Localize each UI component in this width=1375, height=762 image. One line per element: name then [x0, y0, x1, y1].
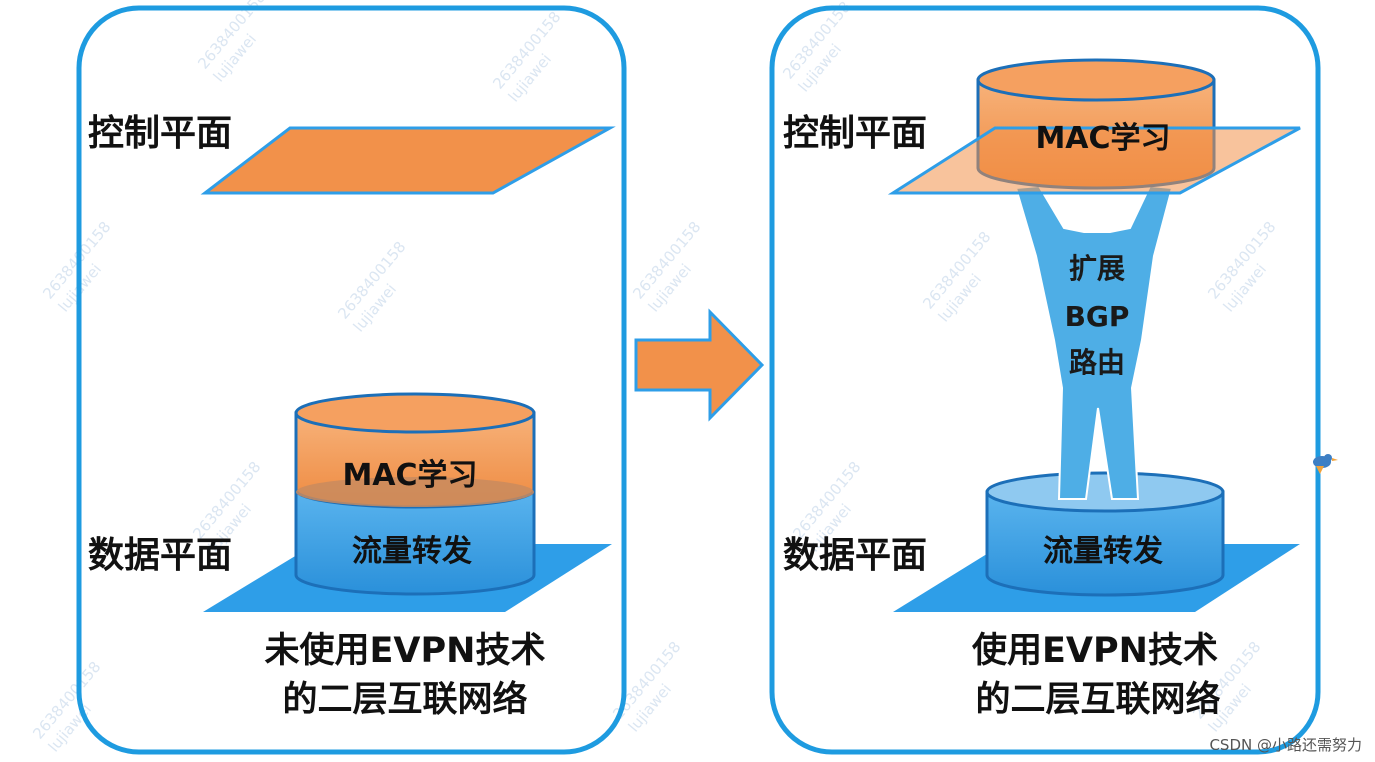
footer-credit: CSDN @小路还需努力 — [1209, 736, 1362, 754]
right-panel: 控制平面 数据平面 流量转发 扩展 BGP 路由 MAC学习 使用EVPN技术 … — [769, 5, 1321, 755]
left-caption-line2: 的二层互联网络 — [282, 679, 527, 720]
person-figure-icon — [1014, 184, 1174, 500]
right-mac-cylinder-top — [976, 58, 1216, 102]
left-cylinder-top — [294, 392, 536, 434]
bird-icon — [1313, 454, 1338, 474]
left-panel: 控制平面 数据平面 MAC学习 流量转发 未使用EVPN技术 的二层互联网络 — [76, 5, 627, 755]
figure-label-line2: BGP — [1065, 300, 1130, 333]
transition-arrow — [634, 308, 765, 422]
left-forwarding-cylinder — [294, 488, 536, 596]
figure-label-line1: 扩展 — [1069, 252, 1125, 285]
left-panel-border — [76, 5, 627, 755]
right-caption-line1: 使用EVPN技术 — [972, 631, 1218, 671]
right-control-plane-label: 控制平面 — [783, 113, 927, 154]
right-traffic-forwarding-label: 流量转发 — [1043, 534, 1163, 569]
right-data-plane-label: 数据平面 — [783, 535, 927, 576]
left-cylinder-divider — [296, 477, 534, 507]
right-forwarding-cylinder: 流量转发 — [985, 471, 1225, 597]
left-data-plane-label: 数据平面 — [88, 535, 232, 576]
left-control-plane-label: 控制平面 — [88, 113, 232, 154]
figure-label-line3: 路由 — [1069, 346, 1125, 379]
right-panel-border — [769, 5, 1321, 755]
left-control-plane — [200, 126, 616, 195]
right-control-plane — [887, 126, 1301, 195]
right-forwarding-cylinder-top — [985, 471, 1225, 513]
right-caption-line2: 的二层互联网络 — [975, 679, 1220, 720]
left-caption-line1: 未使用EVPN技术 — [265, 631, 546, 671]
left-stacked-cylinder: MAC学习 流量转发 — [294, 392, 536, 596]
right-forwarding-cylinder-body — [985, 490, 1225, 597]
left-mac-learning-label: MAC学习 — [342, 458, 477, 493]
left-traffic-forwarding-label: 流量转发 — [352, 534, 472, 569]
right-mac-learning-label: MAC学习 — [1035, 121, 1170, 156]
